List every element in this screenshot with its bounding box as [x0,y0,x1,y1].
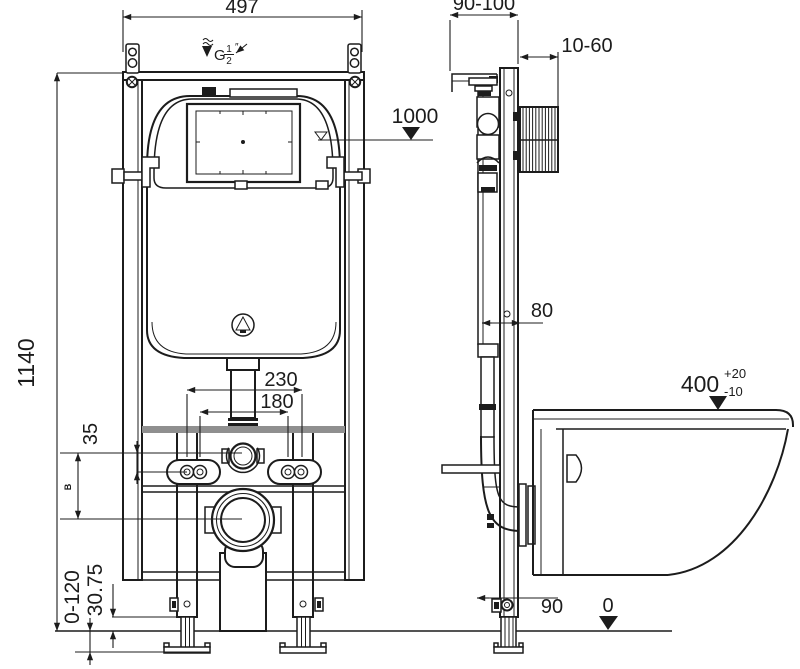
inlet-thread-letter: G [214,47,226,64]
side-view [441,67,794,654]
water-inlet-symbol: G 1 2 ″ [202,38,248,67]
cistern-top-cover [229,88,298,98]
dim-floor-level: 0 [602,595,613,617]
dim-inner-bolts: 180 [260,391,293,413]
left-side-fixing [111,156,160,188]
dim-bowl-height: 400 [681,371,719,397]
pan-support-bracket [441,464,501,474]
inlet-thread-denominator: 2 [226,56,232,67]
frame-column [499,67,519,618]
dim-faceplate-depth: 10-60 [561,35,612,57]
dim-bowl-tol-minus: -10 [724,384,743,399]
wall-hung-pan [532,409,794,576]
right-foot [279,597,327,654]
top-crossbar [122,71,365,81]
right-wall-bracket [347,43,362,74]
dim-water-level: 1000 [392,105,439,128]
flush-plate-box [513,106,559,173]
flush-pipe [230,369,256,419]
dim-foot-height: 30.75 [84,564,107,617]
dim-outlet-offset: 90 [541,596,563,618]
cistern-top-tab [202,87,216,97]
section-mark: B [63,483,73,490]
dim-outer-bolts: 230 [264,369,297,391]
support-crossbar [142,426,345,433]
dim-frame-height: 1140 [13,338,39,387]
left-wall-bracket [125,43,140,74]
drain-bend [480,435,522,532]
water-level-icon [314,131,328,141]
left-rail [122,71,143,581]
flush-pipe-flange [226,357,260,371]
dim-mount-depth: 90-100 [453,0,515,15]
right-side-fixing [326,156,371,188]
window-center-dot [241,140,245,144]
right-bolt-slot [267,459,322,485]
dim-front-width: 497 [225,0,258,18]
left-foot [163,597,211,654]
front-dimensions: 497 G 1 2 ″ 1140 1000 230 180 [13,0,438,665]
dim-tank-depth: 80 [531,300,553,322]
dim-inlet-offset: 35 [80,423,102,445]
side-dimensions: 90-100 10-60 80 400 +20 -10 90 0 [449,0,746,630]
recycle-logo-icon [231,313,255,337]
inlet-thread-numerator: 1 [226,44,232,55]
water-inlet-elbow [221,442,265,474]
dim-bowl-tol-plus: +20 [724,366,746,381]
front-view [75,43,371,654]
fill-valve [468,77,500,193]
right-screw-icon [348,75,362,89]
side-foot [491,598,524,654]
left-screw-icon [125,75,139,89]
right-rail [344,71,365,581]
dim-leg-adjustment: 0-120 [61,570,84,624]
